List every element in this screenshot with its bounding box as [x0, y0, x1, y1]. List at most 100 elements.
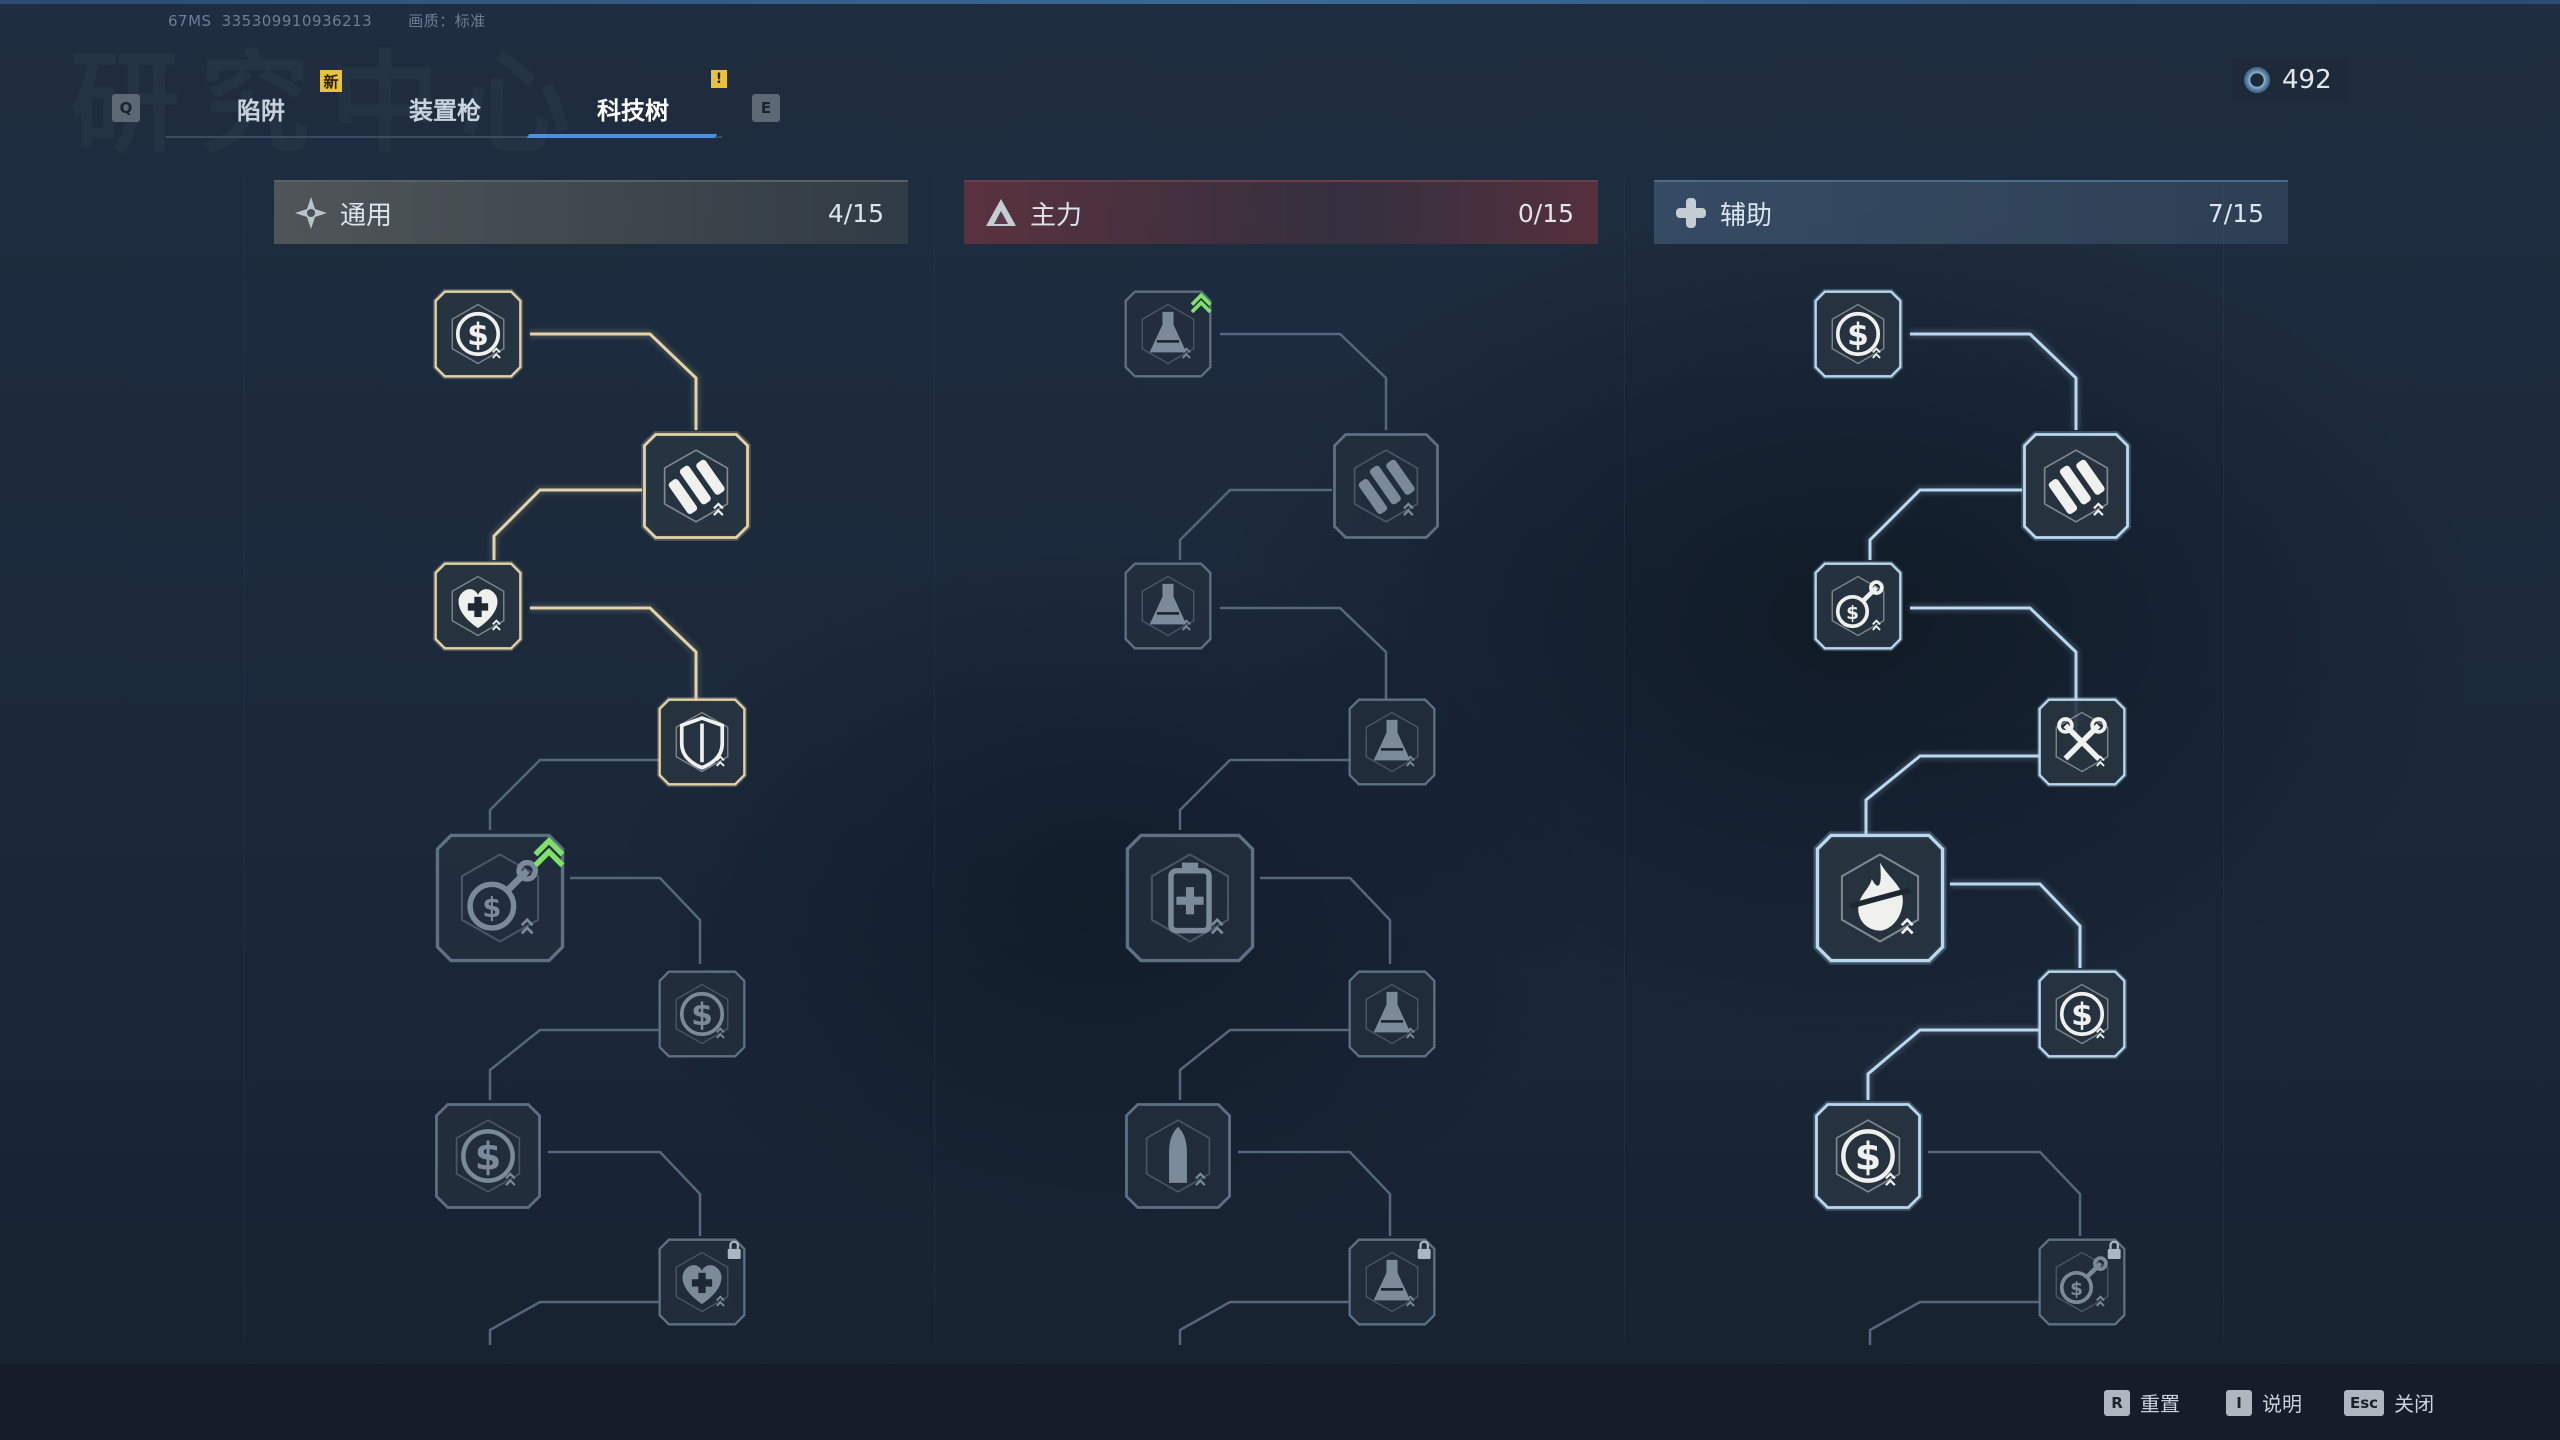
main-node-4[interactable]: [1346, 696, 1438, 788]
footer-bar: [0, 1364, 2560, 1440]
ammo-icon: [1333, 433, 1439, 539]
category-header-support: 辅助 7/15: [1654, 180, 2288, 244]
svg-text:$: $: [467, 317, 489, 353]
svg-text:$: $: [2070, 1279, 2083, 1300]
tab-device-gun-label: 装置枪: [409, 96, 481, 125]
panel-main-frame: [934, 180, 1534, 1340]
support-node-8[interactable]: $: [2036, 1236, 2128, 1328]
ammo-icon: [2021, 431, 2131, 541]
flame-icon: [1813, 831, 1947, 965]
support-node-5[interactable]: [1812, 830, 1948, 966]
general-node-3[interactable]: [432, 560, 524, 652]
tab-traps-new-badge: 新: [320, 70, 342, 92]
battery-plus-icon: [1125, 833, 1255, 963]
info-label: 说明: [2262, 1392, 2302, 1416]
svg-text:$: $: [1847, 317, 1869, 353]
tab-baseline: [166, 136, 722, 138]
tab-tech-tree-alert-badge: !: [711, 70, 727, 88]
upgrade-arrow-icon: [1190, 292, 1212, 314]
heart-plus-icon: [658, 1238, 746, 1326]
heart-plus-icon: [432, 560, 524, 652]
tab-traps[interactable]: 陷阱: [196, 80, 326, 136]
currency-coin-icon: [2244, 67, 2270, 93]
wrench-dollar-icon: $: [2038, 1238, 2126, 1326]
flask-icon: [1124, 290, 1212, 378]
support-node-1[interactable]: $: [1812, 288, 1904, 380]
debug-ping: 67MS: [168, 12, 212, 30]
wrench-dollar-icon: $: [435, 833, 565, 963]
category-header-general: 通用 4/15: [274, 180, 908, 244]
general-node-1[interactable]: $: [432, 288, 524, 380]
tab-tech-tree-label: 科技树: [597, 96, 669, 125]
shield-icon: [656, 696, 748, 788]
lock-icon: [2107, 1240, 2121, 1259]
tab-traps-label: 陷阱: [237, 96, 285, 125]
svg-text:$: $: [1855, 1134, 1882, 1178]
general-node-2[interactable]: [640, 430, 752, 542]
compass-star-icon: [295, 197, 327, 229]
flask-icon: [1124, 562, 1212, 650]
close-key: Esc: [2344, 1389, 2385, 1416]
info-key: I: [2226, 1389, 2252, 1416]
bullet-icon: [1125, 1103, 1231, 1209]
support-inactive-connections: [1868, 1150, 2082, 1345]
prev-tab-key[interactable]: Q: [112, 94, 140, 122]
general-inactive-connections: [488, 758, 702, 1345]
flask-icon: [1348, 698, 1436, 786]
panel-support-frame: [1624, 180, 2224, 1340]
main-node-2[interactable]: [1330, 430, 1442, 542]
close-label: 关闭: [2394, 1392, 2435, 1416]
support-node-2[interactable]: [2020, 430, 2132, 542]
info-hint[interactable]: I 说明: [2226, 1388, 2302, 1417]
category-count-support: 7/15: [2207, 198, 2264, 228]
lock-icon: [1417, 1240, 1431, 1259]
support-node-7[interactable]: $: [1812, 1100, 1924, 1212]
general-node-7[interactable]: $: [432, 1100, 544, 1212]
next-tab-key[interactable]: E: [752, 94, 780, 122]
category-title-general: 通用: [340, 200, 393, 231]
category-title-main: 主力: [1030, 200, 1083, 231]
currency-value: 492: [2282, 65, 2332, 95]
support-node-3[interactable]: $: [1812, 560, 1904, 652]
lock-icon: [727, 1240, 741, 1259]
support-node-4[interactable]: [2036, 696, 2128, 788]
flask-icon: [1348, 1238, 1436, 1326]
triangle-emblem-icon: [986, 199, 1016, 226]
tools-icon: [2036, 696, 2128, 788]
debug-quality: 画质：标准: [408, 12, 486, 30]
dollar-icon: $: [1812, 288, 1904, 380]
wrench-dollar-icon: $: [1812, 560, 1904, 652]
main-node-3[interactable]: [1122, 560, 1214, 652]
general-node-4[interactable]: [656, 696, 748, 788]
dollar-icon: $: [2036, 968, 2128, 1060]
close-hint[interactable]: Esc 关闭: [2344, 1388, 2434, 1417]
tab-tech-tree[interactable]: 科技树: [568, 80, 698, 136]
general-node-5[interactable]: $: [432, 830, 568, 966]
category-header-main: 主力 0/15: [964, 180, 1598, 244]
main-node-1[interactable]: [1122, 288, 1214, 380]
panel-general-frame: [244, 180, 844, 1340]
main-node-7[interactable]: [1122, 1100, 1234, 1212]
dollar-icon: $: [1813, 1101, 1923, 1211]
top-accent-line: [0, 0, 2560, 4]
main-inactive-connections: [1178, 332, 1392, 1345]
main-node-5[interactable]: [1122, 830, 1258, 966]
reset-hint[interactable]: R 重置: [2104, 1388, 2180, 1417]
reset-key: R: [2104, 1389, 2130, 1416]
support-node-6[interactable]: $: [2036, 968, 2128, 1060]
general-node-8[interactable]: [656, 1236, 748, 1328]
dollar-icon: $: [435, 1103, 541, 1209]
svg-text:$: $: [2071, 997, 2093, 1033]
main-node-8[interactable]: [1346, 1236, 1438, 1328]
upgrade-arrow-icon: [533, 837, 565, 868]
ammo-icon: [641, 431, 751, 541]
svg-text:$: $: [482, 893, 501, 924]
general-node-6[interactable]: $: [656, 968, 748, 1060]
dollar-icon: $: [432, 288, 524, 380]
category-count-main: 0/15: [1517, 198, 1574, 228]
main-node-6[interactable]: [1346, 968, 1438, 1060]
tab-device-gun[interactable]: 装置枪: [380, 80, 510, 136]
